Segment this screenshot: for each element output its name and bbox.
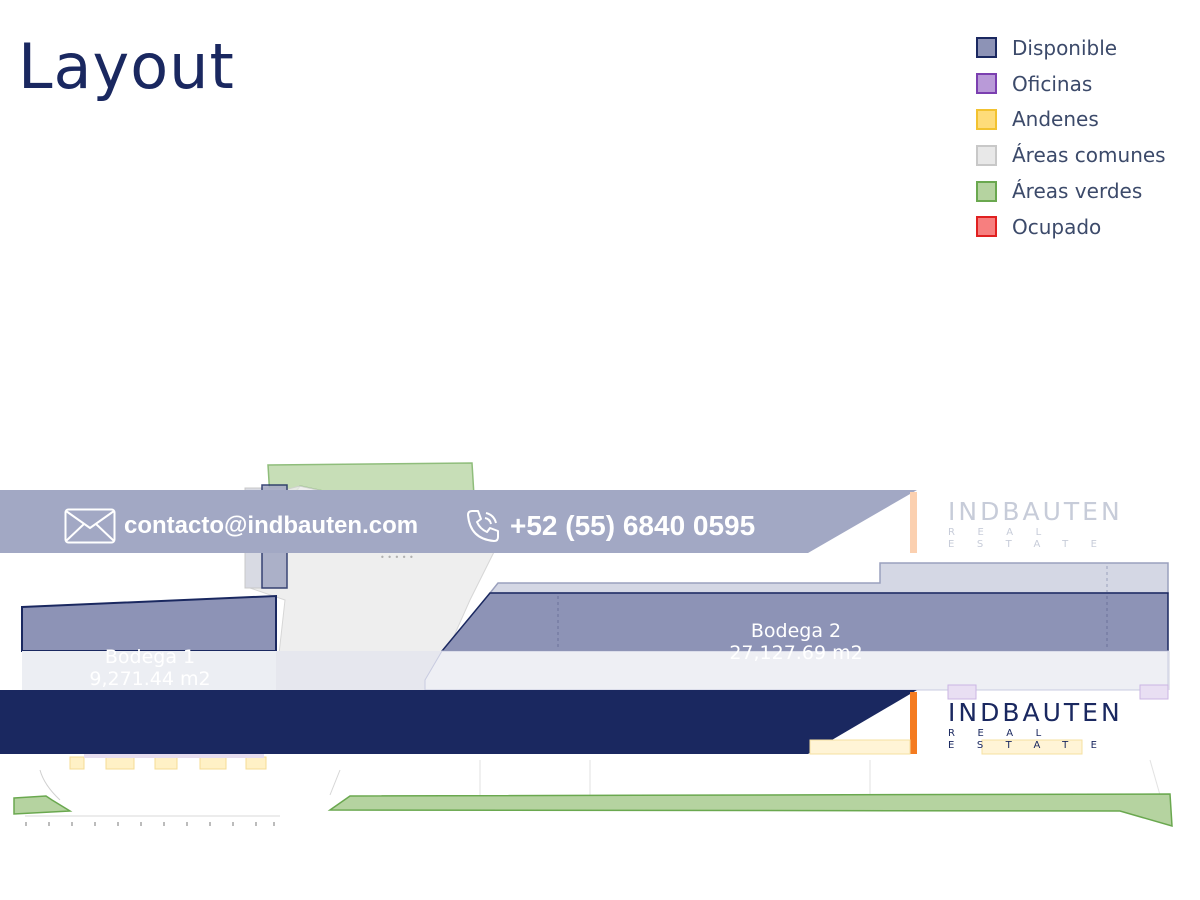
dock-block [809,739,911,755]
parking-tick [209,822,211,826]
banner-accent-top [910,492,917,553]
brand-logo-bottom: INDBAUTEN REAL ESTATE [948,700,1200,752]
office-strip [84,754,264,758]
bodega-1-name: Bodega 1 [104,646,196,668]
envelope-icon [64,508,116,544]
small-area-text: • • • • • [380,553,414,562]
dock-block [245,756,267,770]
road-line [1149,759,1161,796]
parking-tick [48,822,50,826]
phone-icon [467,510,499,542]
legend-item-oficinas: Oficinas [976,66,1166,102]
bodega-2-label: Bodega 2 27,127.69 m2 [696,620,896,664]
green-area-south [327,793,1173,828]
legend-swatch-areas-verdes [976,180,997,202]
legend-swatch-areas-comunes [976,144,997,166]
bodega-1-area: 9,271.44 m2 [89,668,211,690]
legend-label: Ocupado [1012,214,1102,239]
parking-tick [25,822,27,826]
banner-accent-bottom [910,692,917,754]
brand-logo-top: INDBAUTEN REAL ESTATE [948,499,1200,551]
contact-phone-text: +52 (55) 6840 0595 [510,510,756,541]
brand-logo-tagline: REAL ESTATE [948,527,1120,550]
legend-label: Oficinas [1012,71,1093,96]
legend-swatch-oficinas [976,73,997,95]
dock-block [69,756,85,770]
bodega-1-lower [22,651,276,690]
brand-logo-tagline: REAL ESTATE [948,728,1120,751]
dock-block [199,756,227,770]
bodega-2-area: 27,127.69 m2 [729,642,863,664]
dock-block [154,756,178,770]
legend-label: Disponible [1012,35,1118,60]
parking-tick [273,822,275,826]
office-block [1139,684,1169,700]
road-line [329,769,341,796]
legend-swatch-disponible [976,37,997,59]
legend-item-andenes: Andenes [976,102,1166,138]
bodega-2-upper-band [488,562,1169,594]
brand-logo-name: INDBAUTEN [948,497,1123,526]
legend-item-areas-verdes: Áreas verdes [976,173,1166,209]
contact-banner-bg [0,490,917,553]
contact-email[interactable]: contacto@indbauten.com [64,500,418,552]
legend-label: Áreas verdes [1012,179,1143,204]
office-block [947,684,977,700]
parking-tick [94,822,96,826]
parking-tick [255,822,257,826]
parking-tick [163,822,165,826]
contact-phone[interactable]: +52 (55) 6840 0595 [464,500,755,552]
legend-item-areas-comunes: Áreas comunes [976,137,1166,173]
parking-tick [71,822,73,826]
parking-tick [117,822,119,826]
legend-item-disponible: Disponible [976,30,1166,66]
parking-ticks [25,822,275,826]
navy-banner-bg [0,690,917,754]
bodega-1-shape [21,594,277,652]
parking-tick [186,822,188,826]
brand-logo-name: INDBAUTEN [948,698,1123,727]
legend-swatch-ocupado [976,216,997,238]
road-line [39,769,61,801]
parking-tick [140,822,142,826]
page-title: Layout [18,30,235,103]
dock-block [981,739,1083,755]
legend-swatch-andenes [976,108,997,130]
green-area-south-west [13,795,73,815]
legend-label: Andenes [1012,107,1099,132]
legend: Disponible Oficinas Andenes Áreas comune… [976,30,1166,245]
legend-item-ocupado: Ocupado [976,209,1166,245]
bodega-1-label: Bodega 1 9,271.44 m2 [70,646,230,690]
contact-email-text: contacto@indbauten.com [124,512,419,539]
bodega-2-name: Bodega 2 [750,620,842,642]
dock-block [105,756,135,770]
legend-label: Áreas comunes [1012,143,1166,168]
parking-tick [232,822,234,826]
